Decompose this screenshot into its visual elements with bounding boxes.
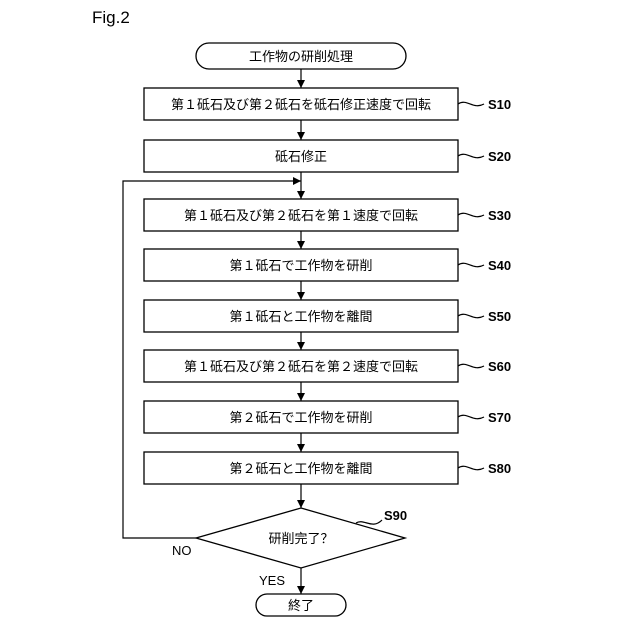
step-s40-id: S40: [488, 258, 511, 273]
step-s30-text: 第１砥石及び第２砥石を第１速度で回転: [184, 208, 418, 224]
step-s20-id: S20: [488, 149, 511, 164]
decision-s90: 研削完了？ S90 NO: [172, 508, 407, 568]
step-s70-id: S70: [488, 410, 511, 425]
step-s60-text: 第１砥石及び第２砥石を第２速度で回転: [184, 359, 418, 375]
leader-s50: [458, 314, 484, 317]
step-s30: 第１砥石及び第２砥石を第１速度で回転 S30: [144, 199, 511, 231]
step-s50-text: 第１砥石と工作物を離間: [229, 310, 372, 325]
leader-s90: [356, 520, 382, 524]
step-s60-id: S60: [488, 359, 511, 374]
step-s50-id: S50: [488, 309, 511, 324]
decision-text: 研削完了？: [268, 532, 333, 547]
end-label: 終了: [288, 598, 314, 614]
step-s10-id: S10: [488, 97, 511, 112]
step-s40-text: 第１砥石で工作物を研削: [229, 259, 372, 274]
leader-s70: [458, 415, 484, 418]
end-terminal: 終了: [256, 594, 346, 616]
no-label: NO: [172, 543, 192, 558]
yes-label: YES: [259, 573, 285, 588]
step-s20: 砥石修正 S20: [144, 140, 511, 172]
step-s80-text: 第２砥石と工作物を離間: [229, 462, 372, 477]
step-s70: 第２砥石で工作物を研削 S70: [144, 401, 511, 433]
step-s70-text: 第２砥石で工作物を研削: [229, 411, 372, 426]
step-s60: 第１砥石及び第２砥石を第２速度で回転 S60: [144, 350, 511, 382]
leader-s40: [458, 263, 484, 266]
figure-label: Fig.2: [92, 8, 130, 27]
step-s80-id: S80: [488, 461, 511, 476]
start-label: 工作物の研削処理: [249, 50, 353, 65]
step-s80: 第２砥石と工作物を離間 S80: [144, 452, 511, 484]
leader-s10: [458, 102, 484, 105]
start-terminal: 工作物の研削処理: [196, 43, 406, 69]
leader-s30: [458, 213, 484, 216]
step-s10-text: 第１砥石及び第２砥石を砥石修正速度で回転: [171, 97, 431, 113]
step-s50: 第１砥石と工作物を離間 S50: [144, 300, 511, 332]
leader-s80: [458, 466, 484, 469]
decision-id: S90: [384, 508, 407, 523]
step-s40: 第１砥石で工作物を研削 S40: [144, 249, 511, 281]
step-s10: 第１砥石及び第２砥石を砥石修正速度で回転 S10: [144, 88, 511, 120]
leader-s60: [458, 364, 484, 367]
step-s30-id: S30: [488, 208, 511, 223]
leader-s20: [458, 154, 484, 157]
step-s20-text: 砥石修正: [275, 150, 327, 165]
